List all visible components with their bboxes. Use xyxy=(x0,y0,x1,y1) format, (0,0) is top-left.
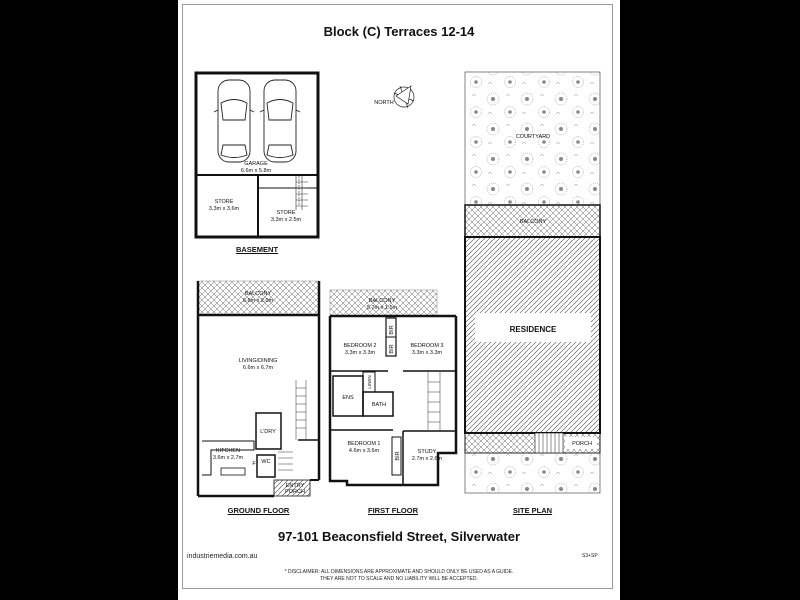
bedroom3-dim: 3.3m x 3.3m xyxy=(412,350,443,356)
ground-balcony-label: BALCONY xyxy=(245,291,272,297)
laundry-label: L'DRY xyxy=(260,429,276,435)
plan-code: S3+SP xyxy=(582,553,598,559)
bedroom1-dim: 4.6m x 3.6m xyxy=(349,448,380,454)
floor-plan-drawing: GARAGE 6.6m x 5.8m STORE 3.3m x 3.6m STO… xyxy=(194,71,601,498)
bath-label: BATH xyxy=(372,402,386,408)
plan-title: Block (C) Terraces 12-14 xyxy=(323,24,475,39)
basement-label: BASEMENT xyxy=(235,245,279,254)
garage-dim: 6.6m x 5.8m xyxy=(241,168,272,174)
bedroom2-label: BEDROOM 2 xyxy=(343,343,376,349)
f-mark: F xyxy=(252,461,256,467)
website-link[interactable]: industriemedia.com.au xyxy=(187,553,258,560)
residence-label: RESIDENCE xyxy=(510,325,557,334)
living-dim: 6.6m x 6.7m xyxy=(243,365,274,371)
basement-stair xyxy=(295,176,308,210)
porch-label: PORCH xyxy=(285,489,305,495)
north-label: NORTH xyxy=(374,100,393,106)
bedroom1-label: BEDROOM 1 xyxy=(347,441,380,447)
entry-label: ENTRY xyxy=(286,483,305,489)
site-balcony-label: BALCONY xyxy=(520,219,547,225)
property-address: 97-101 Beaconsfield Street, Silverwater xyxy=(277,529,521,544)
store1-label: STORE xyxy=(215,199,234,205)
study-label: STUDY xyxy=(418,449,437,455)
ground-floor-plan xyxy=(196,280,321,498)
living-label: LIVING/DINING xyxy=(239,358,278,364)
study-dim: 2.7m x 2.6m xyxy=(412,456,443,462)
ground-floor-label: GROUND FLOOR xyxy=(227,506,290,515)
bir-c-label: BIR xyxy=(395,451,401,460)
first-balcony-dim: 5.7m x 1.5m xyxy=(367,305,398,311)
site-plan xyxy=(464,71,601,494)
ens-label: ENS xyxy=(342,395,354,401)
ground-balcony-dim: 6.6m x 2.0m xyxy=(243,298,274,304)
courtyard-label: COURTYARD xyxy=(516,134,550,140)
north-arrow-icon xyxy=(393,85,415,109)
linen-label: LINEN xyxy=(367,375,372,388)
site-plan-label: SITE PLAN xyxy=(512,506,553,515)
bedroom3-label: BEDROOM 3 xyxy=(410,343,443,349)
disclaimer-line-1: * DISCLAIMER: ALL DIMENSIONS ARE APPROXI… xyxy=(284,569,514,575)
garage-label: GARAGE xyxy=(244,161,268,167)
first-floor-label: FIRST FLOOR xyxy=(368,506,418,515)
car-icon-right xyxy=(259,79,301,163)
bedroom2-dim: 3.3m x 3.3m xyxy=(345,350,376,356)
store2-dim: 3.3m x 2.5m xyxy=(271,217,302,223)
wc-label: WC xyxy=(261,459,270,465)
kitchen-label: KITCHEN xyxy=(216,448,240,454)
site-porch-label: PORCH xyxy=(572,441,592,447)
car-icon-left xyxy=(213,79,255,163)
bir-a-label: BIR xyxy=(389,325,395,334)
store2-label: STORE xyxy=(277,210,296,216)
disclaimer-line-2: THEY ARE NOT TO SCALE AND NO LIABILITY W… xyxy=(320,576,478,582)
kitchen-dim: 3.6m x 2.7m xyxy=(213,455,244,461)
bir-b-label: BIR xyxy=(389,344,395,353)
floor-plan-sheet: GARAGE 6.6m x 5.8m STORE 3.3m x 3.6m STO… xyxy=(178,0,620,600)
store1-dim: 3.3m x 3.6m xyxy=(209,206,240,212)
first-floor-plan xyxy=(328,289,458,487)
sheet-border xyxy=(182,4,613,589)
basement-plan xyxy=(194,71,320,239)
first-balcony-label: BALCONY xyxy=(369,298,396,304)
